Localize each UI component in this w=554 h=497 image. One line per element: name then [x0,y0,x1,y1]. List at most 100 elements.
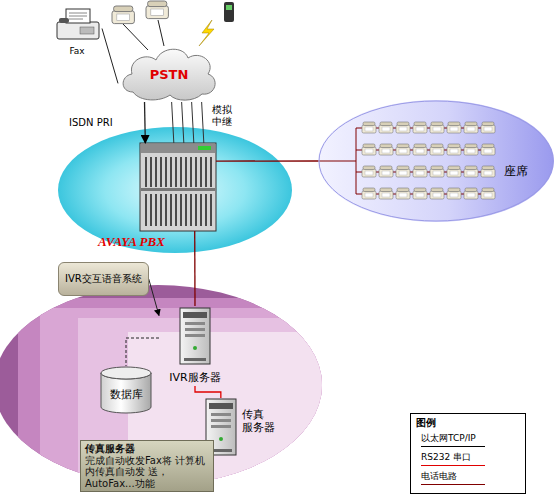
phone-line [123,20,164,50]
phone-icon [362,122,376,133]
cabinet-slots [146,194,211,226]
server-tower-icon [180,308,210,364]
cabinet-divider [141,188,215,191]
connector [149,279,159,316]
phone-icon [464,166,478,177]
ellipse-outline [319,101,553,221]
phone-icon [379,166,393,177]
fax-paper-lines [69,13,87,19]
phone-icon [464,122,478,133]
seat-wiring [318,128,495,194]
phone-icon [481,188,495,199]
phone-icon [430,144,444,155]
phone-icon [362,188,376,199]
phone-icon [481,144,495,155]
phone-icon [413,188,427,199]
cabinet-display [198,146,211,150]
node-label: PSTN [150,67,189,82]
connector [194,231,196,306]
legend-text: 电话电路 [421,470,519,483]
ivr-callout: IVR交互语音系统 [58,262,149,296]
legend-line-sample [421,446,485,447]
phone-icon [396,166,410,177]
phone-icon [396,144,410,155]
legend-row: 以太网TCP/IP [421,432,519,447]
legend-line-sample [421,465,485,466]
phone-icon [396,122,410,133]
connector [144,102,146,143]
server-zone [0,280,330,490]
phone-icon [430,166,444,177]
edge-label: 模拟 中继 [211,104,236,127]
ivr-server: IVR服务器 [159,306,231,386]
phone-icon [112,6,134,24]
lightning-symbol [199,20,214,46]
phone-icon [464,188,478,199]
phone-icon [481,166,495,177]
seat-phones [362,122,495,199]
legend-row: RS232 串口 [421,451,519,466]
node-label: IVR交互语音系统 [65,272,142,286]
fax-machine-icon [57,9,99,39]
node-label: 传真 服务器 [242,408,278,434]
node-label: 数据库 [110,387,143,402]
seat-area: 座席 [318,100,554,222]
legend-text: RS232 串口 [421,451,519,464]
cylinder-top [101,367,151,379]
legend-text: 以太网TCP/IP [421,432,519,445]
fax-server-callout: 传真服务器完成自动收发Fax将 计算机内传真自动发 送，AutoFax...功能 [80,440,214,492]
connector [216,160,318,161]
phone-icon [413,166,427,177]
fax-keypad [80,27,94,34]
seat-area-outline [318,100,554,222]
pbx-cabinet: AVAYA PBX [140,143,216,231]
edge-label: ISDN PRI [68,117,114,129]
cloud-shape [123,49,215,100]
node-label: 完成自动收发Fax将 计算机内传真自动发 送，AutoFax...功能 [85,455,209,490]
connector [102,29,118,84]
fax-machine: Fax [52,6,102,56]
zone-band [0,280,330,490]
phone-icon [430,122,444,133]
node-label: 座席 [504,163,528,180]
pbx-cabinet-illustration [140,143,216,231]
phone-icon [447,122,461,133]
phone-icon [379,144,393,155]
phone-icon [379,188,393,199]
phone-icon [413,144,427,155]
phone-icon [362,144,376,155]
phone-icon [362,166,376,177]
node-label: IVR服务器 [159,370,231,385]
phone-icon [379,122,393,133]
phone-icon [146,1,168,19]
fax-server: 传真 服务器 [205,398,277,458]
connector [126,338,159,366]
fax-body [57,22,99,39]
phone-icon [464,144,478,155]
phone-icon [447,166,461,177]
node-label: AVAYA PBX [98,234,165,250]
cabinet-body [140,143,216,231]
phone-icon [413,122,427,133]
database-cylinder: 数据库 [100,366,152,414]
node-label: Fax [52,46,102,56]
legend-line-sample [421,484,485,485]
pstn-cloud: PSTN [118,40,220,102]
mobile-phone [224,2,234,22]
mobile-screen [226,5,232,10]
phone-icon [447,144,461,155]
seat-zone [318,100,554,222]
connector [195,386,221,398]
pbx-zone [58,127,292,253]
fax-handset [59,18,69,23]
phone-icon [447,188,461,199]
node-label: 传真服务器 [85,443,209,455]
phone-icon [396,188,410,199]
phone-icon [481,122,495,133]
cabinet-top [141,144,215,153]
legend-row: 电话电路 [421,470,519,485]
connector [172,102,204,143]
legend-title: 图例 [416,416,436,430]
phone-icon [430,188,444,199]
fax-paper [66,9,90,23]
